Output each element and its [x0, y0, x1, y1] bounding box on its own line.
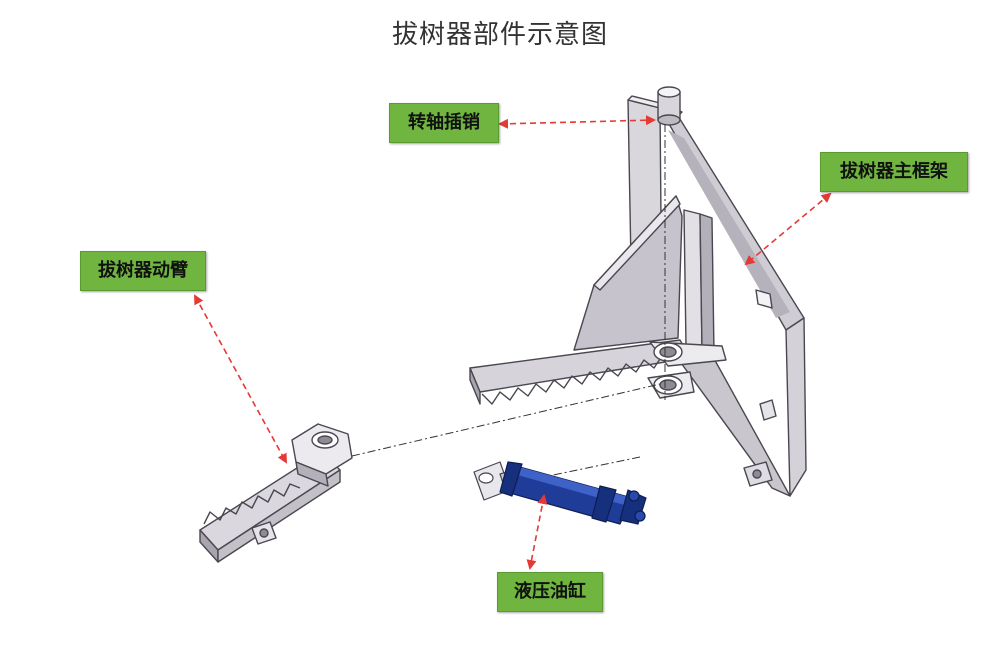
arm-axis	[351, 383, 661, 457]
leader-cylinder	[526, 494, 548, 570]
frame-bottom-rail	[667, 344, 791, 497]
callout-pivot-pin: 转轴插销	[389, 103, 499, 143]
moving-arm	[199, 423, 353, 563]
leader-lines	[194, 115, 832, 570]
hydraulic-cylinder	[473, 461, 647, 525]
fixed-arm-teeth	[481, 351, 681, 405]
callout-moving-arm: 拔树器动臂	[80, 251, 206, 291]
callout-main-frame: 拔树器主框架	[820, 152, 968, 192]
moving-arm-teeth	[203, 483, 301, 525]
main-frame	[469, 86, 807, 497]
pivot-pin	[657, 86, 681, 126]
leader-moving-arm	[194, 294, 287, 464]
frame-post	[683, 209, 703, 351]
leader-pivot-pin	[498, 115, 656, 129]
leader-main-frame	[744, 192, 832, 266]
frame-right-plate	[785, 317, 807, 497]
diagram-title: 拔树器部件示意图	[391, 20, 608, 50]
callout-hydraulic-cylinder: 液压油缸	[497, 572, 603, 612]
